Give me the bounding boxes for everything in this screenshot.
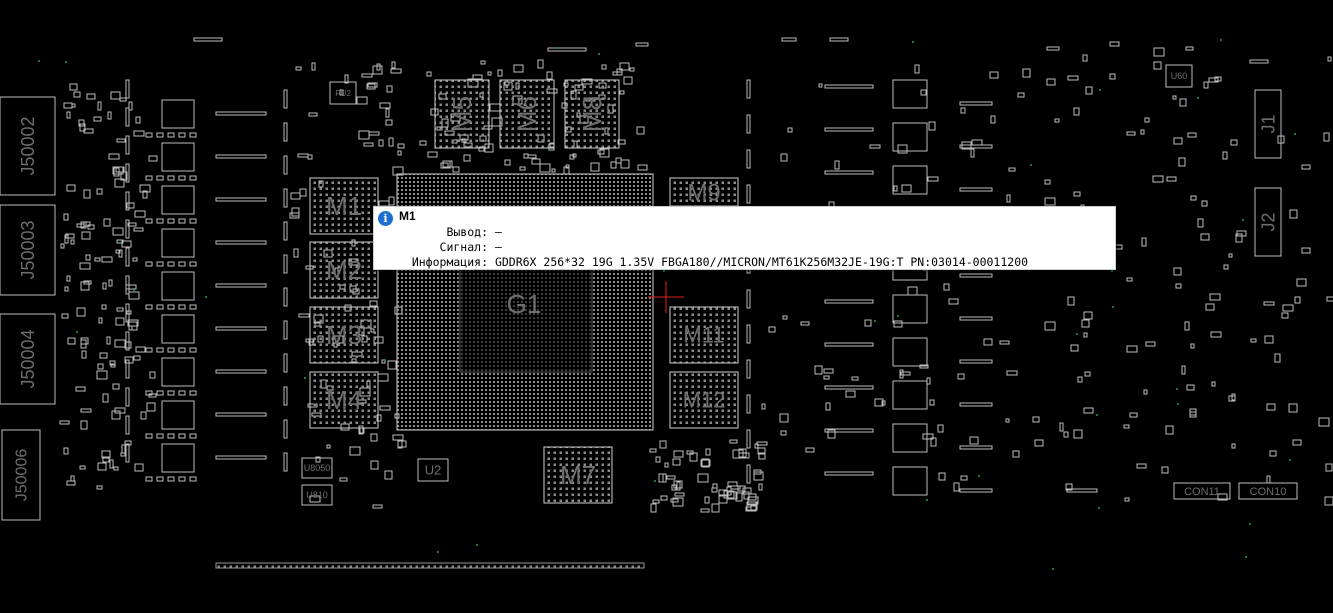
conn-j1[interactable]: J1 (1254, 89, 1282, 159)
ic-u60-label: U60 (1171, 71, 1188, 81)
mem-m3-label: M3 (326, 320, 362, 350)
mem-m3[interactable]: M3 (309, 306, 379, 364)
mem-m7[interactable]: M7 (543, 446, 613, 504)
conn-j2-label: J2 (1258, 212, 1278, 231)
tooltip-key: Сигнал: (439, 240, 488, 254)
conn-j50003-label: J50003 (18, 220, 38, 279)
tooltip-key: Вывод: (446, 225, 488, 239)
conn-con11-label: CON11 (1184, 486, 1220, 498)
conn-j50006-label: J50006 (14, 449, 31, 502)
mem-m9-label: M9 (687, 179, 720, 206)
conn-con10-label: CON10 (1250, 486, 1287, 498)
ic-u810[interactable]: U810 (301, 484, 333, 506)
tooltip-value: — (494, 225, 502, 239)
mem-m4[interactable]: M4 (309, 371, 379, 429)
ic-pu2-label: PU2 (335, 89, 351, 98)
mem-m6-label: M6 (512, 96, 542, 132)
gpu-label: G1 (507, 289, 542, 319)
mem-m12-label: M12 (683, 388, 726, 413)
mem-m11[interactable]: M11 (669, 306, 739, 364)
mem-m7-label: M7 (560, 460, 596, 490)
ic-u2-label: U2 (425, 463, 442, 478)
mem-m8-label: M8 (577, 96, 607, 132)
ic-u810-label: U810 (306, 490, 328, 500)
conn-j50003[interactable]: J50003 (0, 204, 56, 296)
tooltip-row-signal: Сигнал: — (378, 240, 502, 255)
pcie-edge-connector (215, 562, 645, 569)
ic-u8050-label: U8050 (304, 463, 331, 473)
conn-j2[interactable]: J2 (1254, 187, 1282, 257)
mem-m11-label: M11 (683, 323, 724, 348)
ic-u2[interactable]: U2 (417, 458, 449, 482)
mem-m8[interactable]: M8 (564, 79, 620, 149)
conn-j50002[interactable]: J50002 (0, 96, 56, 196)
mem-m6[interactable]: M6 (499, 79, 555, 149)
tooltip-row-pin: Вывод: — (378, 225, 502, 240)
mem-m4-label: M4 (326, 385, 362, 415)
ic-u8050[interactable]: U8050 (301, 457, 333, 479)
mem-m12[interactable]: M12 (669, 371, 739, 429)
info-icon: i (378, 211, 393, 226)
tooltip-value: — (494, 240, 502, 254)
mem-m1[interactable]: M1 (309, 177, 379, 235)
tooltip-title: M1 (399, 209, 416, 223)
component-tooltip: i M1 Вывод: — Сигнал: — Информация: GDDR… (373, 206, 1116, 270)
conn-j1-label: J1 (1258, 114, 1278, 133)
conn-j50004-label: J50004 (18, 329, 38, 388)
cursor-crosshair (648, 281, 684, 313)
mem-m2-label: M2 (326, 255, 362, 285)
mem-m5-label: M5 (447, 96, 477, 132)
conn-con11[interactable]: CON11 (1173, 482, 1231, 500)
conn-j50002-label: J50002 (18, 116, 38, 175)
tooltip-key: Информация: (411, 255, 488, 269)
conn-j50006[interactable]: J50006 (1, 429, 41, 521)
mem-m2[interactable]: M2 (309, 241, 379, 299)
tooltip-row-info: Информация: GDDR6X 256*32 19G 1.35V FBGA… (378, 255, 1028, 270)
mem-m1-label: M1 (326, 191, 362, 221)
ic-pu2[interactable]: PU2 (329, 81, 357, 105)
conn-j50004[interactable]: J50004 (0, 313, 56, 405)
mem-m5[interactable]: M5 (434, 79, 490, 149)
conn-con10[interactable]: CON10 (1238, 482, 1298, 500)
ic-u60[interactable]: U60 (1165, 64, 1193, 88)
mem-m9[interactable]: M9 (669, 177, 739, 207)
tooltip-value: GDDR6X 256*32 19G 1.35V FBGA180//MICRON/… (494, 255, 1029, 269)
